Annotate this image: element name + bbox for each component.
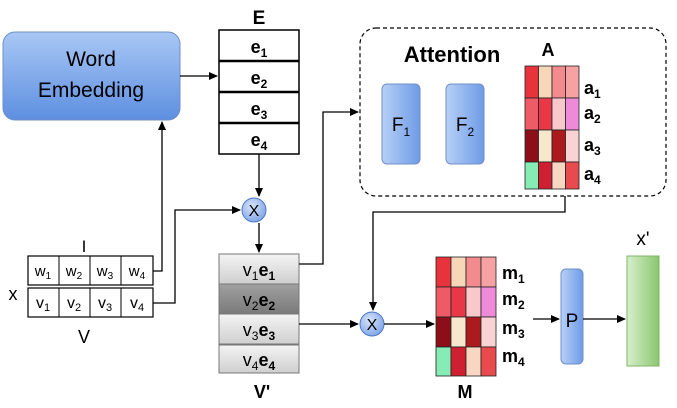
v-label: V: [78, 327, 90, 347]
multiply-symbol-2: X: [367, 317, 378, 334]
output-heatmap: [435, 256, 497, 377]
output-cell-1-2: [450, 256, 467, 288]
output-cell-3-4: [480, 316, 497, 348]
output-matrix-title: M: [458, 382, 473, 402]
output-cell-2-4: [480, 286, 497, 318]
attention-cell-4-1: [524, 161, 539, 190]
embedding-row-1: e1: [251, 37, 268, 60]
output-cell-4-3: [465, 346, 482, 377]
f2-label: F2: [456, 115, 475, 139]
output-cell-2-1: [435, 286, 452, 318]
attention-title: Attention: [404, 42, 501, 67]
arrow-v-to-multiply: [153, 206, 241, 304]
weighted-row-4: v4e4: [243, 350, 276, 373]
output-cell-4-2: [450, 346, 467, 377]
input-block: I x V w1 w2 w3 w4 v1 v2 v3 v4: [9, 237, 154, 347]
attention-cell-2-2: [538, 97, 553, 131]
pool-block: P: [560, 268, 584, 365]
output-matrix-block: m1 m2 m3 m4 M: [435, 256, 525, 402]
output-cell-4-1: [435, 346, 452, 377]
weighted-row-2: v2e2: [243, 290, 276, 313]
output-cell-4-4: [480, 346, 497, 377]
f1-label: F1: [392, 115, 411, 139]
m1-label: m1: [502, 263, 525, 286]
attention-cell-1-1: [524, 65, 539, 99]
embedding-row-3: e3: [251, 99, 268, 122]
attention-cell-2-1: [524, 97, 539, 131]
word-embedding-line1: Word: [66, 48, 116, 71]
attention-cell-2-3: [551, 97, 566, 131]
multiply-node-1: X: [241, 197, 267, 223]
attention-cell-3-4: [565, 129, 580, 163]
i-label: I: [82, 237, 87, 256]
attention-cell-3-3: [551, 129, 566, 163]
attention-block: Attention A F1 F2 a1 a2 a3 a4: [359, 27, 667, 197]
output-cell-1-1: [435, 256, 452, 288]
weighted-row-1: v1e1: [243, 260, 276, 283]
output-cell-2-3: [465, 286, 482, 318]
word-1: w1: [34, 263, 52, 282]
x-label: x: [9, 284, 18, 304]
val-2: v2: [67, 295, 81, 314]
arrow-i-to-embedding: [153, 121, 166, 272]
output-cell-2-2: [450, 286, 467, 318]
attention-cell-4-3: [551, 161, 566, 190]
m3-label: m3: [502, 318, 525, 341]
embedding-matrix-title: E: [253, 8, 266, 29]
word-4: w4: [128, 263, 146, 282]
word-2: w2: [65, 263, 83, 282]
embedding-matrix: E e1 e2 e3 e4: [218, 8, 300, 155]
embedding-row-4: e4: [251, 130, 268, 153]
multiply-symbol-1: X: [249, 203, 260, 220]
val-3: v3: [98, 295, 112, 314]
weighted-title: V': [254, 382, 270, 402]
pool-label: P: [566, 311, 579, 332]
word-embedding-line2: Embedding: [38, 79, 144, 102]
embedding-row-2: e2: [251, 68, 268, 91]
attention-matrix-title: A: [542, 40, 555, 60]
attention-cell-1-4: [565, 65, 580, 99]
f2-block: [445, 83, 485, 165]
output-cell-1-4: [480, 256, 497, 288]
attention-cell-3-1: [524, 129, 539, 163]
a2-label: a2: [584, 103, 601, 126]
m2-label: m2: [502, 289, 525, 312]
connectors: [153, 72, 626, 328]
output-cell-1-3: [465, 256, 482, 288]
attention-heatmap: [524, 65, 580, 190]
f1-block: [381, 83, 421, 165]
attention-cell-4-4: [565, 161, 580, 190]
word-embedding-block: Word Embedding: [2, 31, 181, 121]
multiply-node-2: X: [359, 311, 385, 337]
output-block: x': [626, 229, 660, 367]
output-cell-3-3: [465, 316, 482, 348]
val-1: v1: [36, 295, 50, 314]
attention-cell-2-4: [565, 97, 580, 131]
output-cell-3-2: [450, 316, 467, 348]
arrow-vprime-to-attention: [299, 108, 359, 265]
output-cell-3-1: [435, 316, 452, 348]
a1-label: a1: [584, 78, 601, 101]
word-3: w3: [96, 263, 114, 282]
output-label: x': [636, 229, 649, 250]
m4-label: m4: [502, 346, 525, 369]
a4-label: a4: [584, 164, 601, 187]
attention-cell-1-2: [538, 65, 553, 99]
attention-cell-4-2: [538, 161, 553, 190]
attention-cell-3-2: [538, 129, 553, 163]
weighted-column: v1e1 v2e2 v3e3 v4e4 V': [218, 253, 300, 402]
a3-label: a3: [584, 135, 601, 158]
arrow-attention-to-multiply: [369, 196, 566, 311]
val-4: v4: [130, 295, 144, 314]
attention-cell-1-3: [551, 65, 566, 99]
weighted-row-3: v3e3: [243, 320, 276, 343]
